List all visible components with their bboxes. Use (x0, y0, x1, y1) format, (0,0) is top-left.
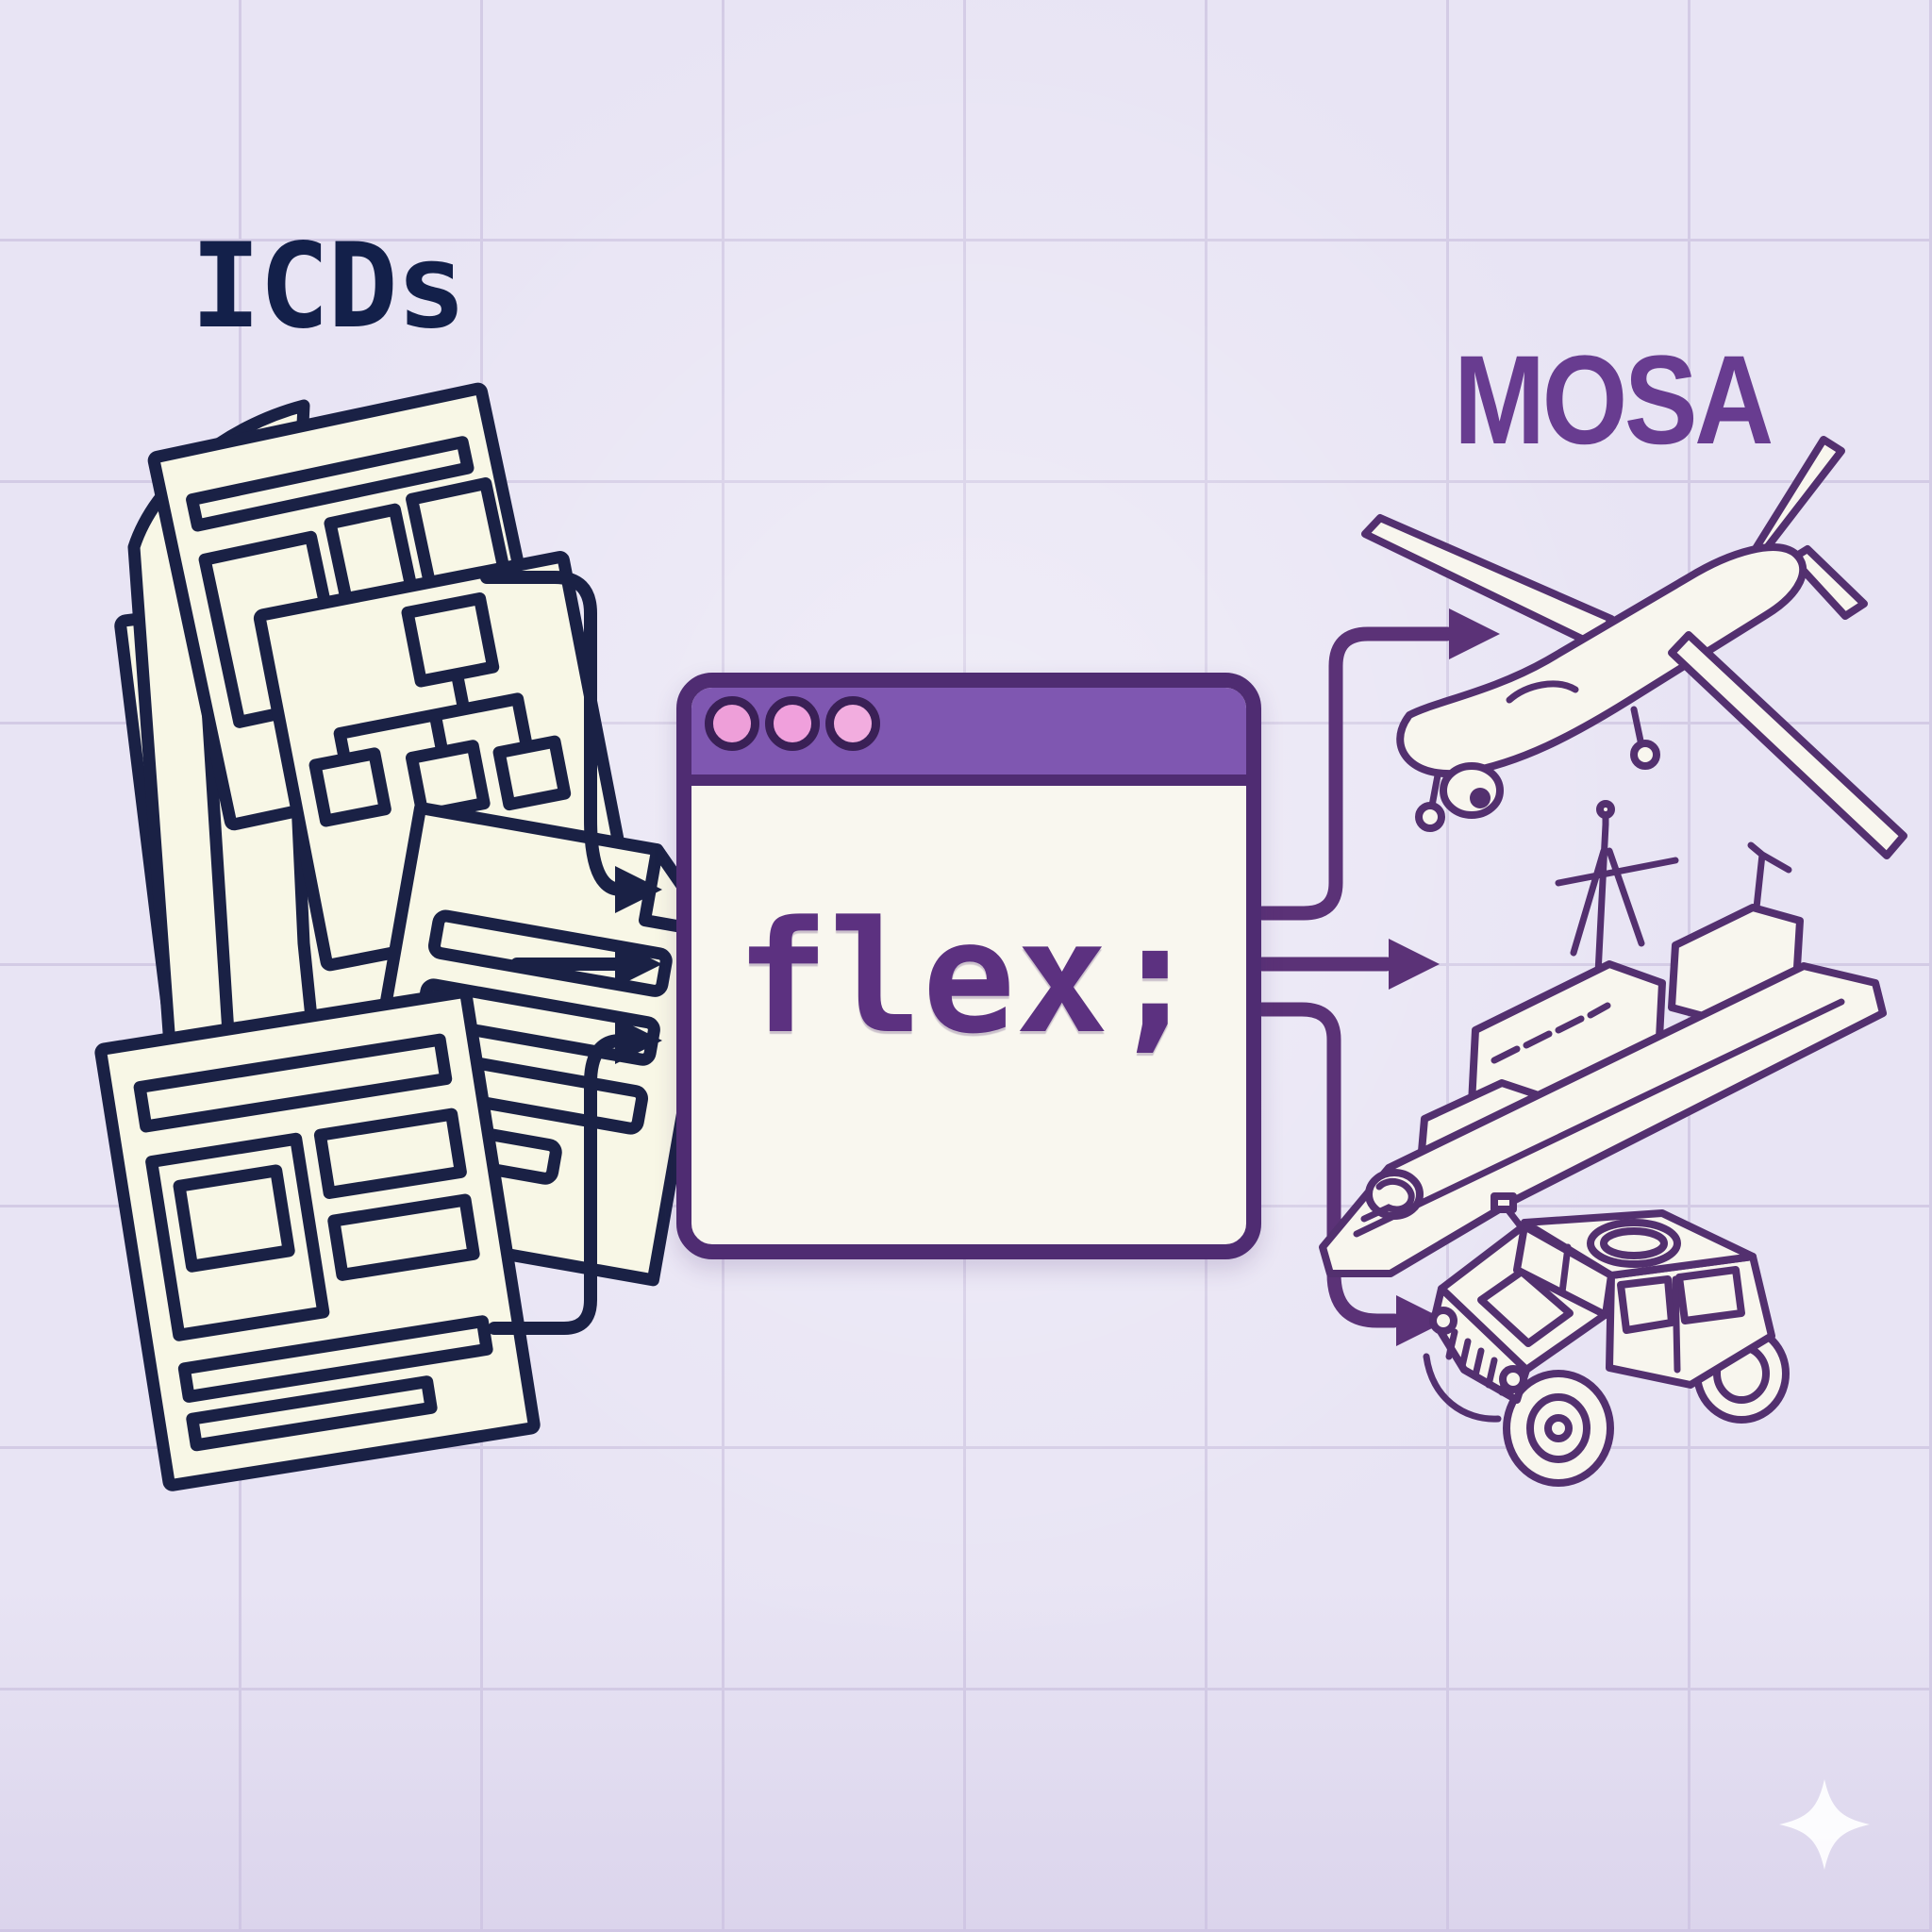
window-dot-icon (765, 696, 820, 751)
window-body: flex; (691, 786, 1246, 1244)
window-dot-icon (705, 696, 759, 751)
window-dot-icon (825, 696, 880, 751)
icds-label: ICDs (191, 219, 467, 355)
input-arrows (480, 571, 662, 1335)
output-arrow-drone (1255, 626, 1455, 921)
window-code-text: flex; (736, 887, 1202, 1068)
input-arrow-bottom (488, 1034, 627, 1335)
input-arrow-top (480, 571, 627, 896)
drone-icon (1361, 436, 1907, 859)
icd-documents-icon (94, 382, 721, 1491)
code-window: flex; (676, 673, 1261, 1259)
document-newspaper-bottom (94, 986, 541, 1491)
sparkle-icon (1779, 1779, 1870, 1870)
window-titlebar (691, 688, 1246, 786)
humvee-icon (1423, 1192, 1790, 1487)
warship-icon (1319, 800, 1887, 1277)
mosa-label: MOSA (1454, 330, 1774, 471)
